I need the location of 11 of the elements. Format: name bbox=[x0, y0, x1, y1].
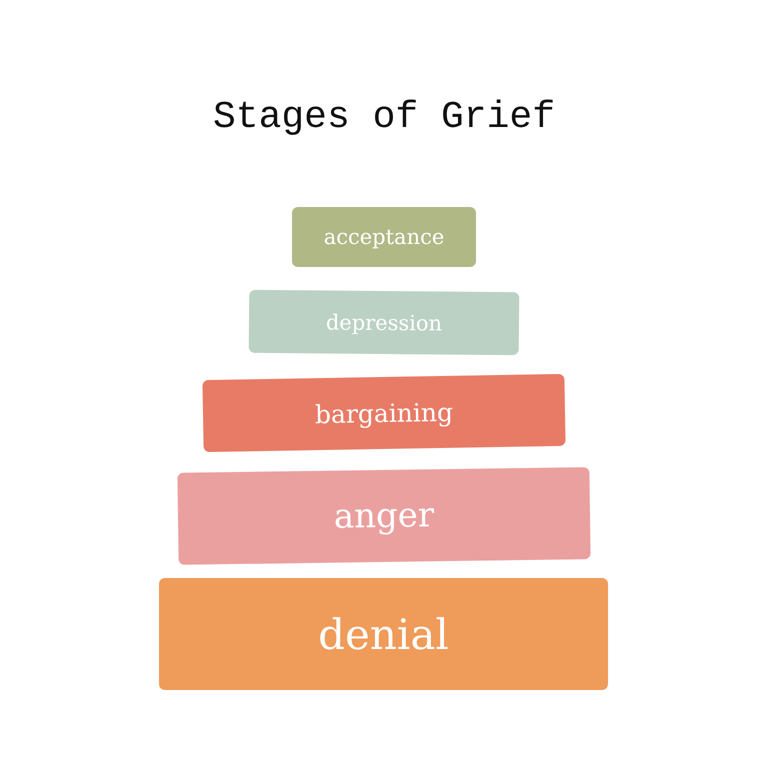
stage-bar bbox=[159, 578, 608, 690]
stage-bar bbox=[177, 467, 591, 565]
stage-bar bbox=[248, 290, 520, 356]
stage-label: anger bbox=[334, 495, 434, 537]
stage-label: denial bbox=[318, 610, 449, 658]
stage-label: acceptance bbox=[324, 225, 444, 249]
stage-label: bargaining bbox=[314, 397, 454, 429]
stage-label: depression bbox=[326, 310, 442, 335]
stage-bar bbox=[202, 374, 566, 452]
diagram-title: Stages of Grief bbox=[212, 96, 556, 139]
stage-bar bbox=[292, 207, 476, 267]
